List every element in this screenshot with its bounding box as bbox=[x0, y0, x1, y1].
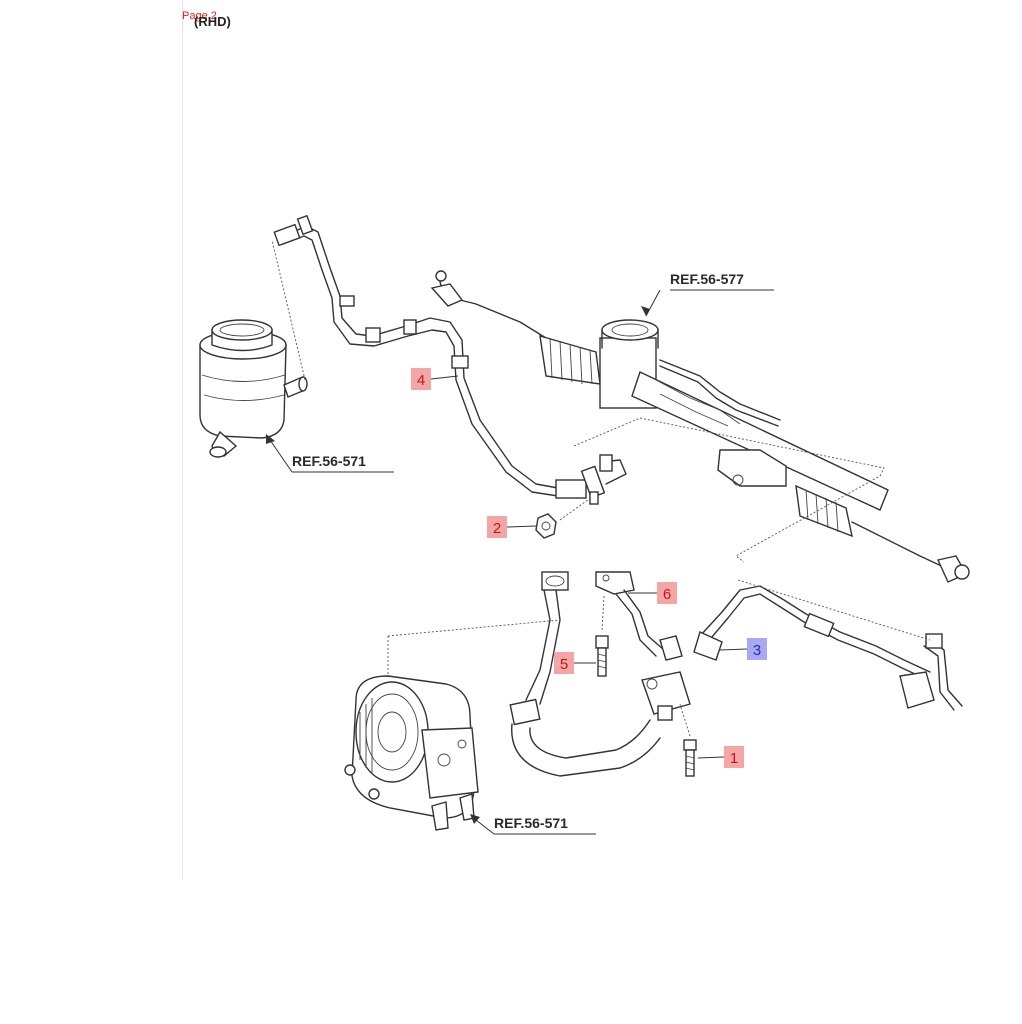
fluid-reservoir[interactable] bbox=[199, 319, 308, 458]
ref-reservoir: REF.56-571 bbox=[266, 434, 394, 473]
pressure-hose-3[interactable] bbox=[693, 585, 963, 711]
callout-5[interactable]: 5 bbox=[554, 652, 596, 674]
svg-text:5: 5 bbox=[560, 656, 568, 673]
ref-steering-gear-label: REF.56-577 bbox=[670, 271, 744, 287]
ref-pump-label: REF.56-571 bbox=[494, 815, 568, 831]
ref-pump: REF.56-571 bbox=[470, 814, 596, 835]
power-steering-pump[interactable] bbox=[344, 675, 479, 831]
hose-bolt bbox=[589, 491, 599, 505]
guide-bolt bbox=[601, 595, 605, 631]
suction-hose[interactable] bbox=[509, 571, 691, 777]
svg-text:6: 6 bbox=[663, 586, 671, 603]
bracket-6[interactable] bbox=[595, 571, 683, 661]
callout-2[interactable]: 2 bbox=[487, 516, 537, 538]
callout-6[interactable]: 6 bbox=[628, 582, 677, 604]
return-hose-4[interactable] bbox=[273, 214, 627, 499]
variant-label: (RHD) bbox=[194, 14, 231, 29]
callout-1[interactable]: 1 bbox=[697, 746, 744, 768]
callout-4[interactable]: 4 bbox=[411, 368, 459, 390]
guide-pressure-hose bbox=[737, 579, 931, 641]
ref-reservoir-label: REF.56-571 bbox=[292, 453, 366, 469]
svg-text:4: 4 bbox=[417, 372, 425, 389]
svg-text:1: 1 bbox=[730, 750, 738, 767]
ref-steering-gear: REF.56-577 bbox=[641, 271, 774, 317]
guide-pump-hose bbox=[387, 619, 561, 676]
clamp-nut-2[interactable] bbox=[535, 513, 557, 539]
page-margin-rule bbox=[182, 0, 183, 880]
bolt-5[interactable] bbox=[595, 635, 609, 677]
guide-bolt-1 bbox=[679, 703, 691, 737]
callout-3[interactable]: 3 bbox=[719, 638, 767, 660]
bolt-1[interactable] bbox=[683, 739, 697, 777]
svg-text:3: 3 bbox=[753, 642, 761, 659]
steering-gear-assembly[interactable] bbox=[430, 270, 970, 583]
svg-text:2: 2 bbox=[493, 520, 501, 537]
page-tag: Page 2 bbox=[182, 10, 217, 22]
